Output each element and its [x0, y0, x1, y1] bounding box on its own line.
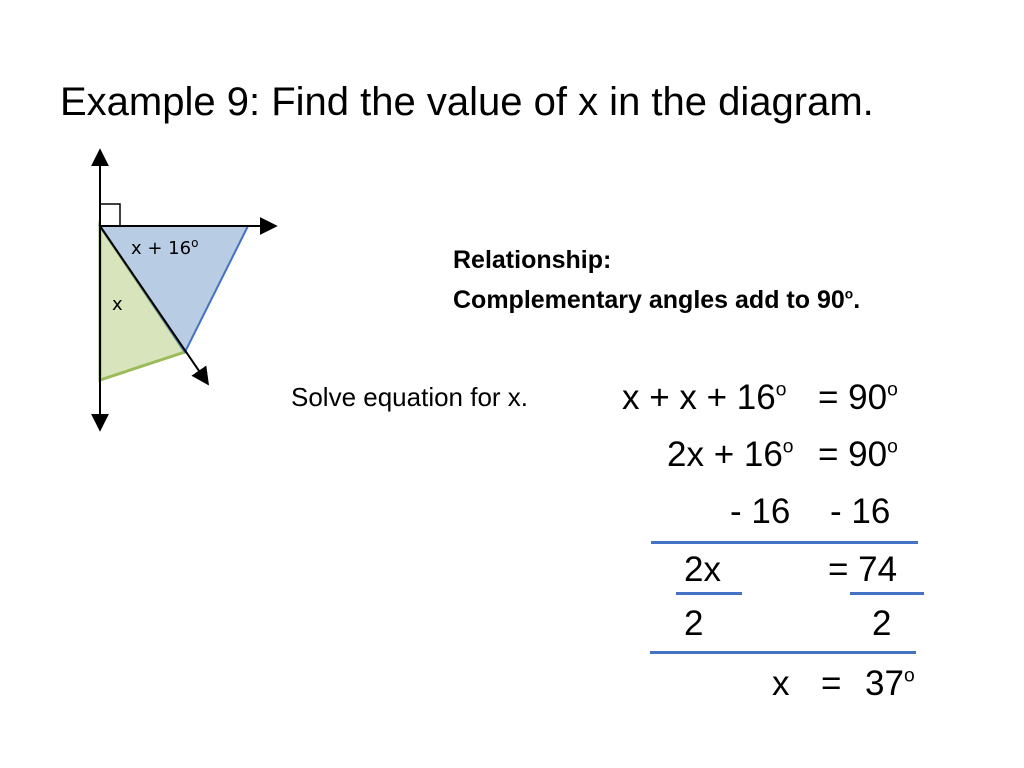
- divide-denominator-right: 2: [872, 604, 892, 643]
- relationship-heading: Relationship:: [453, 246, 612, 274]
- fraction-bar-right: [850, 592, 924, 595]
- subtraction-rule: [651, 541, 918, 544]
- divide-denominator-left: 2: [684, 604, 704, 643]
- diagonal-ray: [99, 225, 210, 386]
- subtract-step-right: - 16: [830, 492, 891, 531]
- angle-label-x-plus-16: x + 16o: [131, 236, 198, 259]
- fraction-bar-left: [676, 592, 742, 595]
- divide-numerator-left: 2x: [684, 550, 721, 589]
- divide-numerator-right: = 74: [828, 550, 898, 589]
- angle-label-x: x: [112, 294, 123, 315]
- right-angle-marker: [100, 203, 121, 226]
- result-value: 37o: [865, 664, 915, 703]
- subtract-step-left: - 16: [730, 492, 791, 531]
- equation-line-1-right: = 90o: [818, 378, 898, 417]
- division-rule: [650, 651, 916, 654]
- relationship-block: Relationship: Complementary angles add t…: [453, 240, 860, 320]
- equation-line-2-right: = 90o: [818, 435, 898, 474]
- equation-line-2-left: 2x + 16o: [667, 435, 794, 474]
- relationship-text: Complementary angles add to 90o.: [453, 286, 861, 314]
- result-equals: =: [821, 664, 842, 703]
- result-variable: x: [772, 664, 790, 703]
- solve-instruction: Solve equation for x.: [291, 382, 529, 412]
- slide-title: Example 9: Find the value of x in the di…: [60, 80, 874, 124]
- equation-line-1-left: x + x + 16o: [622, 378, 787, 417]
